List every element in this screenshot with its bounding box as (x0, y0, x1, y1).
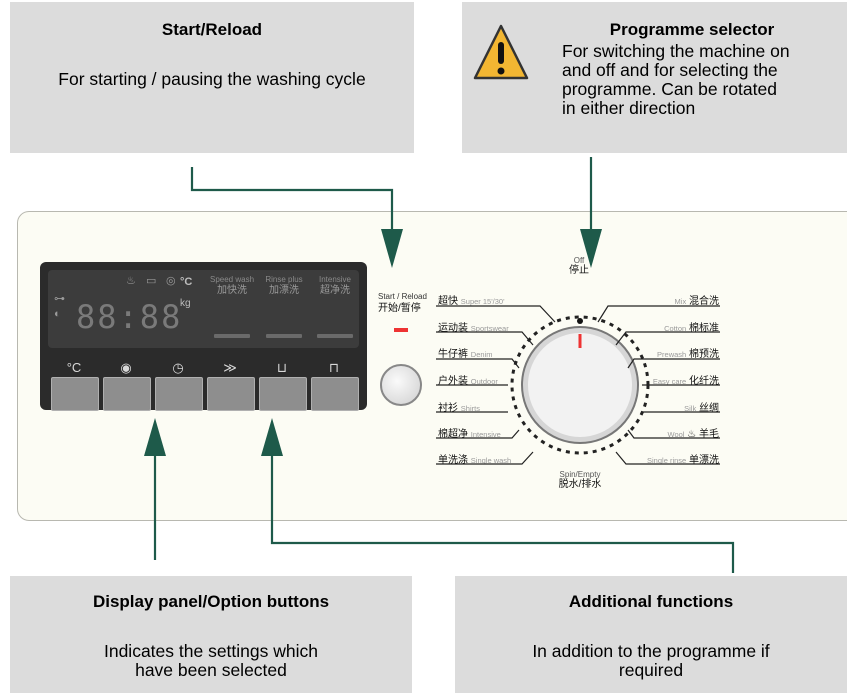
start-reload-callout: Start/Reload For starting / pausing the … (10, 2, 414, 153)
kg-label: kg (180, 298, 191, 309)
programme-silk: Silk 丝绸 (684, 403, 719, 414)
time-icon: ◷ (172, 360, 184, 375)
programme-selector-text: For switching the machine on and off and… (562, 41, 790, 118)
tub-icon: ♨ (126, 275, 136, 287)
programme-single-wash: 单洗涤 Single wash (438, 455, 512, 466)
shirt-button[interactable] (311, 377, 359, 411)
start-reload-label: Start / Reload 开始/暂停 (378, 292, 427, 314)
additional-functions-text: In addition to the programme if required (532, 641, 770, 680)
temperature-button[interactable] (51, 377, 99, 411)
spin-button[interactable] (103, 377, 151, 411)
programme-cotton: Cotton 棉标准 (664, 323, 719, 334)
temperature-label: °C (66, 360, 82, 375)
wool-icon: ♨ (687, 429, 697, 440)
key-lock-icon: ⊶ (54, 293, 65, 305)
start-reload-arrowhead (381, 229, 403, 268)
additional-arrow-line (270, 456, 735, 573)
programme-sportswear: 运动装 Sportswear (438, 323, 509, 334)
additional-functions-callout: Additional functions In addition to the … (455, 576, 847, 693)
programme-prewash: Prewash 棉预洗 (657, 349, 719, 360)
start-led (394, 328, 408, 332)
programme-arrowhead (580, 229, 602, 268)
time-button[interactable] (155, 377, 203, 411)
stain-icon: ≫ (223, 360, 237, 375)
child-lock-icon: ◐ (54, 308, 61, 320)
programme-selector-title: Programme selector (609, 20, 775, 39)
display-panel-title: Display panel/Option buttons (92, 592, 330, 611)
programme-intensive: 棉超净 Intensive (438, 429, 501, 440)
intensive-bar (317, 334, 353, 338)
additional-functions-title: Additional functions (568, 592, 734, 611)
programme-selector-callout: Programme selector For switching the mac… (462, 2, 847, 153)
programme-easy-care: Easy care 化纤洗 (652, 376, 719, 387)
start-reload-text: For starting / pausing the washing cycle (58, 69, 366, 89)
programme-shirts: 衬衫 Shirts (438, 403, 480, 414)
display-panel-text: Indicates the settings which have been s… (103, 641, 318, 680)
time-display: 88:88 (76, 298, 183, 336)
start-reload-arrow-line (190, 167, 394, 233)
programme-super: 超快 Super 15'/30' (438, 296, 505, 307)
programme-mix: Mix 混合洗 (674, 296, 719, 307)
start-reload-button[interactable] (380, 364, 422, 406)
speed-wash-bar (214, 334, 250, 338)
rinse-plus-bar (266, 334, 302, 338)
prewash-icon: ⊔ (276, 360, 288, 375)
prewash-lcd-icon: ▭ (146, 275, 157, 287)
programme-denim: 牛仔裤 Denim (438, 349, 493, 360)
spin-icon: ◉ (120, 360, 132, 375)
additional-arrowhead (261, 418, 283, 456)
stain-button[interactable] (207, 377, 255, 411)
spin-lcd-icon: ◎ (166, 275, 176, 287)
programme-wool: Wool ♨ 羊毛 (667, 429, 719, 440)
display-arrowhead (144, 418, 166, 456)
programme-single-rinse: Single rinse 单漂洗 (647, 455, 719, 466)
programme-outdoor: 户外装 Outdoor (438, 376, 498, 387)
start-reload-title: Start/Reload (161, 20, 263, 39)
shirt-icon: ⊓ (328, 360, 340, 375)
prewash-button[interactable] (259, 377, 307, 411)
warning-icon (473, 24, 529, 80)
display-panel-callout: Display panel/Option buttons Indicates t… (10, 576, 412, 693)
temperature-unit: °C (180, 276, 193, 288)
